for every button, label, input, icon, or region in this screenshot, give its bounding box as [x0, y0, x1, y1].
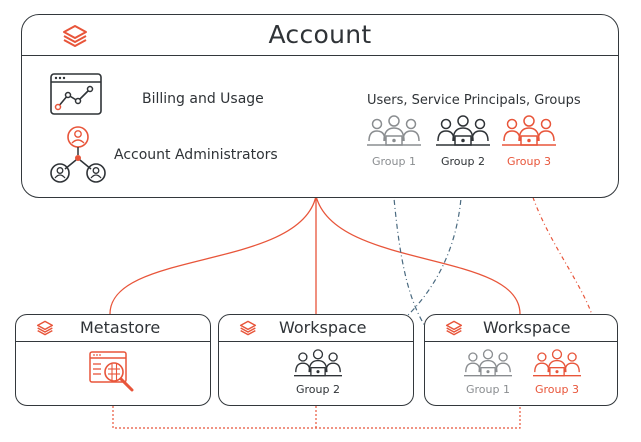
- workspace-2-group-1-label: Group 1: [466, 383, 510, 396]
- group-icon: [464, 349, 512, 377]
- group-icon: [533, 349, 581, 377]
- admins-label: Account Administrators: [114, 147, 278, 163]
- workspace-1-header: Workspace: [219, 315, 413, 342]
- group-icon: [502, 115, 556, 146]
- connector-account-workspace-2: [315, 195, 521, 315]
- group-2-label: Group 2: [441, 155, 485, 168]
- metastore-header: Metastore: [16, 315, 210, 342]
- group-icon: [294, 349, 342, 377]
- group-icon: [436, 115, 490, 146]
- databricks-logo-icon: [445, 320, 463, 336]
- identities-label: Users, Service Principals, Groups: [367, 93, 581, 108]
- workspace-2-header: Workspace: [425, 315, 617, 342]
- billing-label: Billing and Usage: [142, 91, 264, 107]
- chart-window-icon: [50, 73, 102, 115]
- metastore-box: Metastore: [15, 314, 211, 406]
- databricks-logo-icon: [36, 320, 54, 336]
- group-icon: [367, 115, 421, 146]
- workspace-2-title: Workspace: [483, 318, 571, 337]
- connector-group1: [391, 175, 469, 363]
- group-1-label: Group 1: [372, 155, 416, 168]
- metastore-title: Metastore: [80, 318, 161, 337]
- databricks-logo-icon: [63, 25, 87, 47]
- workspace-2-group-3-label: Group 3: [535, 383, 579, 396]
- group-3-label: Group 3: [507, 155, 551, 168]
- account-header: Account: [22, 15, 618, 56]
- account-box: Account Billing and Usage Account Admini…: [21, 14, 619, 198]
- connector-account-metastore: [109, 195, 317, 315]
- connector-bottom-dotted: [112, 406, 521, 429]
- account-title: Account: [268, 20, 372, 49]
- databricks-logo-icon: [239, 320, 257, 336]
- workspace-1-title: Workspace: [279, 318, 367, 337]
- connector-group3: [526, 175, 597, 363]
- workspace-box-1: Workspace Group 2: [218, 314, 414, 406]
- admin-network-icon: [50, 126, 106, 183]
- workspace-box-2: Workspace Group 1 Group 3: [424, 314, 618, 406]
- data-catalog-icon: [89, 351, 134, 392]
- workspace-1-group-2-label: Group 2: [296, 383, 340, 396]
